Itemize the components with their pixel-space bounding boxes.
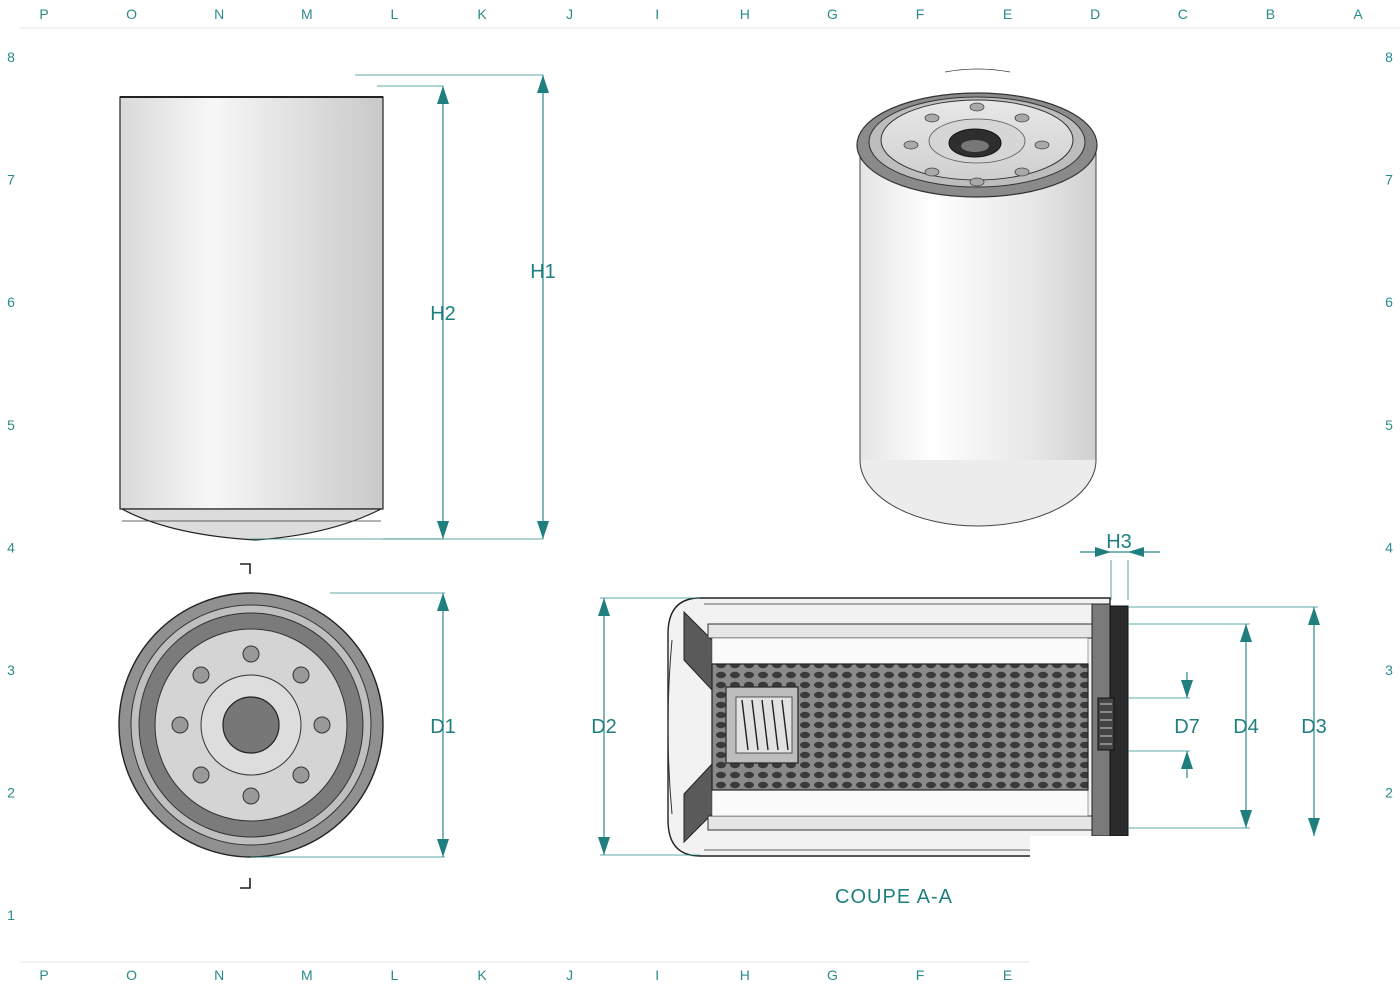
h2-label: H2 — [430, 303, 456, 325]
column-label-bottom-k: K — [477, 967, 487, 983]
column-label-bottom-f: F — [916, 967, 925, 983]
column-label-bottom-j: J — [566, 967, 573, 983]
column-label-top-f: F — [916, 6, 925, 22]
d2-label: D2 — [591, 716, 617, 738]
row-label-left-1: 1 — [7, 907, 15, 923]
column-label-bottom-e: E — [1003, 967, 1012, 983]
row-label-right-3: 3 — [1385, 662, 1393, 678]
d7-label: D7 — [1174, 716, 1200, 738]
row-label-left-4: 4 — [7, 539, 15, 555]
column-label-bottom-n: N — [214, 967, 224, 983]
column-label-bottom-i: I — [655, 967, 659, 983]
column-label-top-l: L — [391, 6, 399, 22]
d4-label: D4 — [1233, 716, 1259, 738]
row-label-right-7: 7 — [1385, 172, 1393, 188]
valve-spring — [741, 699, 789, 751]
column-label-top-h: H — [740, 6, 750, 22]
row-label-right-4: 4 — [1385, 539, 1393, 555]
column-label-top-j: J — [566, 6, 573, 22]
column-label-top-d: D — [1090, 6, 1100, 22]
column-label-bottom-g: G — [827, 967, 838, 983]
row-label-left-7: 7 — [7, 172, 15, 188]
column-label-top-m: M — [301, 6, 313, 22]
h1-label: H1 — [530, 261, 556, 283]
isometric-view — [856, 68, 1098, 527]
side-view: H2 H1 — [119, 74, 556, 541]
column-label-top-e: E — [1003, 6, 1012, 22]
filter-body-side — [119, 96, 384, 510]
column-label-top-i: I — [655, 6, 659, 22]
d3-label: D3 — [1301, 716, 1327, 738]
end-thread-hole — [222, 696, 280, 754]
column-label-top-a: A — [1353, 6, 1363, 22]
column-label-bottom-l: L — [391, 967, 399, 983]
column-label-top-p: P — [39, 6, 48, 22]
filter-dome-bottom — [121, 508, 382, 541]
iso-bolt-holes — [903, 102, 1050, 187]
row-label-right-5: 5 — [1385, 417, 1393, 433]
end-bolt-holes — [171, 645, 331, 805]
h3-label: H3 — [1106, 531, 1132, 553]
column-label-top-n: N — [214, 6, 224, 22]
column-label-top-k: K — [477, 6, 487, 22]
column-label-bottom-o: O — [126, 967, 137, 983]
row-label-left-8: 8 — [7, 49, 15, 65]
section-mark-top — [240, 563, 251, 574]
section-caption: COUPE A-A — [835, 886, 953, 908]
row-label-left-3: 3 — [7, 662, 15, 678]
section-view: H3 D2 D7 D4 D3 COUPE A-A — [591, 531, 1327, 908]
d1-label: D1 — [430, 716, 456, 738]
row-label-right-6: 6 — [1385, 294, 1393, 310]
row-label-right-8: 8 — [1385, 49, 1393, 65]
column-label-top-g: G — [827, 6, 838, 22]
section-mark-bottom — [240, 878, 251, 889]
row-label-left-5: 5 — [7, 417, 15, 433]
column-label-top-b: B — [1266, 6, 1275, 22]
row-labels-right: 8 7 6 5 4 3 2 — [1385, 49, 1393, 801]
row-label-right-2: 2 — [1385, 785, 1393, 801]
row-label-left-2: 2 — [7, 785, 15, 801]
column-label-bottom-h: H — [740, 967, 750, 983]
row-label-left-6: 6 — [7, 294, 15, 310]
column-label-top-o: O — [126, 6, 137, 22]
row-labels-left: 8 7 6 5 4 3 2 1 — [7, 49, 15, 923]
column-label-bottom-p: P — [39, 967, 48, 983]
column-label-top-c: C — [1178, 6, 1188, 22]
end-view: D1 — [118, 563, 456, 889]
border-grid: P O N M L K J I H G F E D C B A P O N M L K J I H G F E 8 7 6 5 4 3 2 1 8… — [7, 6, 1400, 983]
column-label-bottom-m: M — [301, 967, 313, 983]
